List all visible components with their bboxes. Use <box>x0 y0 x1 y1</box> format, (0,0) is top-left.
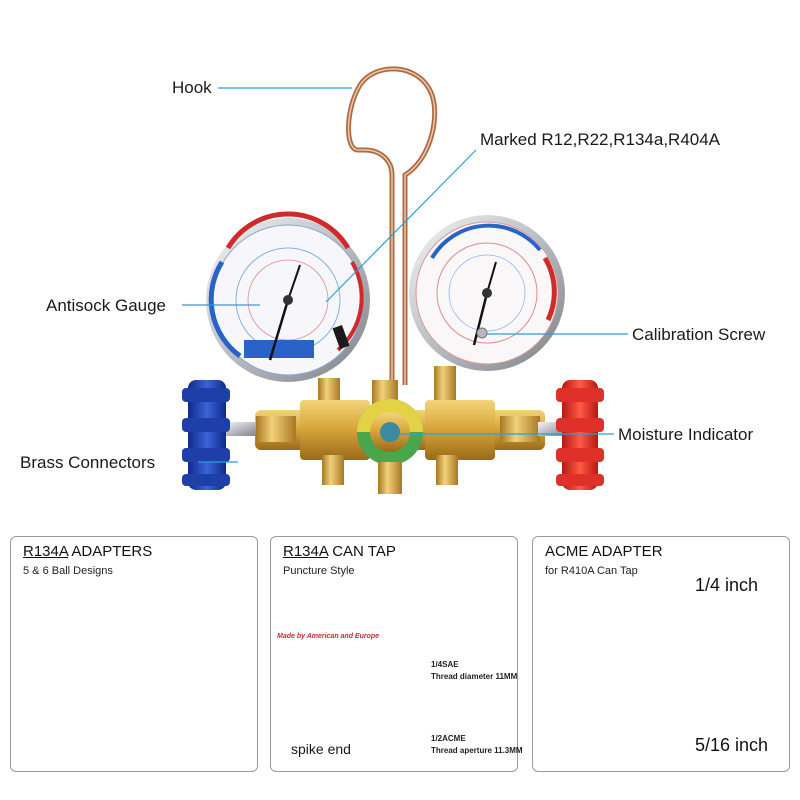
red-valve-knob <box>556 380 604 490</box>
moisture-indicator-label: Moisture Indicator <box>618 425 754 444</box>
blue-valve-knob <box>182 380 230 490</box>
marked-refrigerants-label: Marked R12,R22,R134a,R404A <box>480 130 721 149</box>
spike-end-label: spike end <box>291 741 351 757</box>
sae-detail: Thread diameter 11MM <box>431 672 518 681</box>
can-tap-panel-subtitle: Puncture Style <box>283 565 355 577</box>
acme-panel-subtitle: for R410A Can Tap <box>545 565 638 577</box>
hook-label: Hook <box>172 78 212 97</box>
adapters-panel-subtitle: 5 & 6 Ball Designs <box>23 565 113 577</box>
can-tap-panel-title: R134A CAN TAP <box>283 543 396 560</box>
antisock-gauge-label: Antisock Gauge <box>46 296 167 315</box>
acme-panel-title: ACME ADAPTER <box>545 543 663 560</box>
bottom-size-label: 5/16 inch <box>695 735 769 755</box>
marked-callout-line <box>325 149 477 303</box>
moisture-indicator <box>357 399 423 465</box>
adapters-panel-title: R134A ADAPTERS <box>23 543 153 560</box>
calibration-screw-label: Calibration Screw <box>632 325 766 344</box>
can-tap-panel: R134A CAN TAP Puncture Style Made by Ame… <box>270 536 523 772</box>
brass-connectors-label: Brass Connectors <box>20 453 156 472</box>
sae-label: 1/4SAE <box>431 660 459 669</box>
made-by-note: Made by American and Europe <box>277 633 380 640</box>
high-side-gauge <box>409 215 565 371</box>
low-side-gauge <box>206 211 370 382</box>
adapters-panel: R134A ADAPTERS 5 & 6 Ball Designs <box>10 536 258 772</box>
acme-detail: Thread aperture 11.3MM <box>431 746 523 755</box>
top-size-label: 1/4 inch <box>695 575 759 595</box>
acme-label: 1/2ACME <box>431 734 466 743</box>
acme-panel: ACME ADAPTER for R410A Can Tap 1/4 inch … <box>532 536 790 772</box>
